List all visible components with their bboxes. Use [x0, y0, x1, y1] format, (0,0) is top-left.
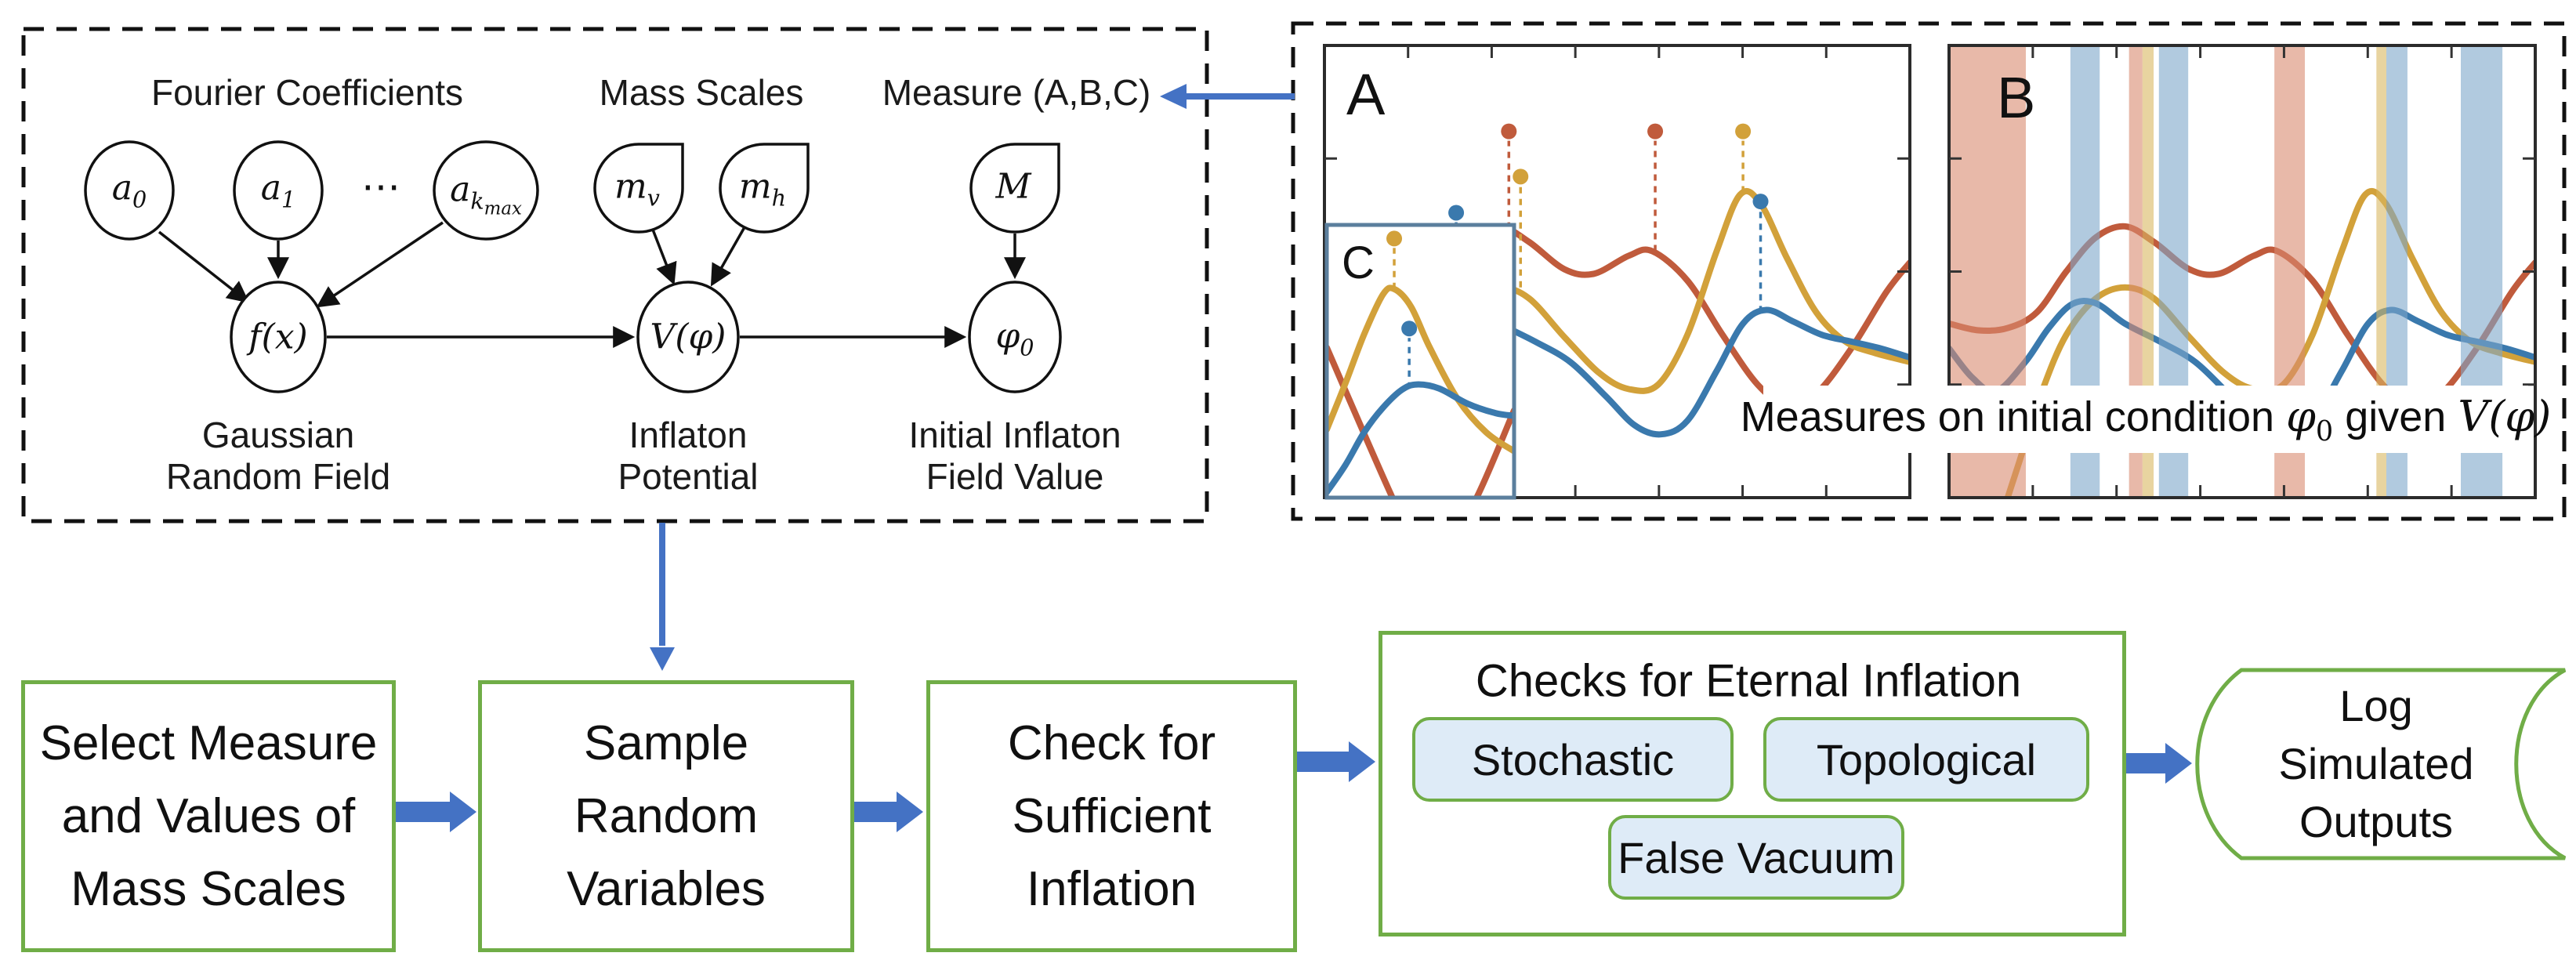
flow-box-check-inflation-line2: Sufficient: [1012, 789, 1212, 843]
arrow-mh-to-vphi: [710, 226, 746, 287]
panel-label-b: B: [1997, 65, 2036, 130]
caption-initial-2: Field Value: [926, 456, 1104, 497]
flow-box-sample-random: Sample Random Variables: [478, 680, 854, 952]
log-outputs-shape: [2195, 668, 2567, 860]
flow-box-sample-random-line2: Random: [574, 789, 759, 843]
check-pill-stochastic: Stochastic: [1412, 717, 1734, 802]
node-a0: [84, 140, 175, 241]
arrow-akmax-to-fx: [316, 221, 444, 308]
node-akmax: [433, 140, 539, 241]
log-outputs-line3: Outputs: [2299, 797, 2454, 846]
group-title-fourier: Fourier Coefficients: [151, 72, 463, 113]
node-a1: [233, 140, 324, 241]
node-label-akmax: akmax: [450, 169, 522, 219]
flow-box-sample-random-line3: Variables: [567, 862, 766, 916]
node-M: [969, 143, 1060, 234]
check-pill-false-vacuum: False Vacuum: [1608, 815, 1904, 900]
panel-label-a: A: [1346, 62, 1386, 127]
log-outputs-text: Log Simulated Outputs: [2243, 676, 2509, 853]
measures-dashed-box: [1291, 21, 2567, 521]
arrow-model-to-sample-head: [650, 647, 675, 671]
flow-box-select-measure-line1: Select Measure: [39, 716, 378, 770]
marker-dot-0: [1448, 205, 1465, 221]
arrow-a0-to-fx: [158, 230, 250, 303]
group-title-mass: Mass Scales: [599, 72, 804, 113]
node-phi0: [968, 281, 1062, 393]
measures-caption-band: Measures on initial condition φ0 given V…: [1741, 386, 2551, 453]
node-vphi: [636, 281, 740, 393]
node-mv: [593, 143, 684, 234]
flow-arrows: [389, 741, 2192, 832]
caption-gaussian-2: Random Field: [165, 456, 391, 497]
node-label-vphi: V(φ): [650, 317, 726, 357]
caption-inflaton-1: Inflaton: [629, 415, 748, 455]
curve-potential-red: [1327, 344, 1514, 498]
blue-connectors: [650, 84, 1295, 671]
arrow-mv-to-vphi: [651, 229, 677, 285]
marker-dot-2: [1513, 168, 1529, 185]
flow-box-select-measure: Select Measure and Values of Mass Scales: [21, 680, 396, 952]
marker-dot-5: [1752, 194, 1769, 210]
measure-band-6: [2376, 45, 2387, 498]
panel-b: [1947, 44, 2537, 499]
node-label-dots: ⋯: [361, 165, 402, 208]
node-label-fx: f(x): [248, 317, 308, 357]
flow-box-select-measure-line3: Mass Scales: [71, 862, 346, 916]
marker-dot-0: [1386, 230, 1403, 247]
eternal-checks-title: Checks for Eternal Inflation: [1475, 655, 2022, 707]
flow-arrow-4: [2121, 743, 2192, 784]
measure-band-2: [2129, 45, 2143, 498]
flow-box-select-measure-line2: and Values of: [61, 789, 356, 843]
node-label-mh: mh: [738, 166, 787, 212]
node-label-phi0: φ0: [995, 316, 1034, 361]
node-label-a0: a0: [111, 168, 147, 213]
flow-arrow-1: [389, 792, 476, 832]
log-outputs-line2: Simulated: [2278, 739, 2474, 788]
check-pill-topological: Topological: [1763, 717, 2089, 802]
marker-dot-3: [1647, 123, 1664, 139]
model-arrows: [158, 221, 1026, 348]
caption-gaussian-1: Gaussian: [201, 415, 355, 455]
log-outputs-line1: Log: [2339, 681, 2413, 730]
graphical-model-dashed-box: [21, 27, 1209, 523]
flow-arrow-2: [849, 792, 923, 832]
node-label-mv: mv: [614, 166, 660, 212]
arrow-panels-to-measure-head: [1160, 84, 1187, 109]
flow-box-sample-random-line1: Sample: [583, 716, 749, 770]
node-label-a1: a1: [260, 168, 296, 213]
panel-c: [1324, 223, 1516, 500]
marker-dot-4: [1735, 123, 1752, 139]
group-title-measure: Measure (A,B,C): [882, 72, 1151, 113]
flow-box-check-inflation-line3: Inflation: [1026, 862, 1197, 916]
caption-inflaton-2: Potential: [618, 456, 759, 497]
panel-label-c: C: [1342, 237, 1375, 288]
flow-box-check-inflation: Check for Sufficient Inflation: [926, 680, 1297, 952]
node-fx: [230, 281, 327, 393]
curve-potential-yellow: [1327, 284, 1514, 455]
node-mh: [719, 143, 810, 234]
flow-box-check-inflation-line1: Check for: [1007, 716, 1216, 770]
marker-dot-1: [1401, 321, 1418, 337]
measure-band-3: [2142, 45, 2154, 498]
flow-arrow-3: [1292, 741, 1375, 782]
model-nodes: [84, 140, 1062, 393]
node-label-M: M: [995, 166, 1031, 207]
caption-initial-1: Initial Inflaton: [908, 415, 1121, 455]
axis-ticks: [1949, 45, 2535, 498]
measure-panels: [1323, 44, 2537, 500]
marker-dot-1: [1501, 123, 1517, 139]
measures-caption: Measures on initial condition φ0 given V…: [1740, 391, 2552, 447]
